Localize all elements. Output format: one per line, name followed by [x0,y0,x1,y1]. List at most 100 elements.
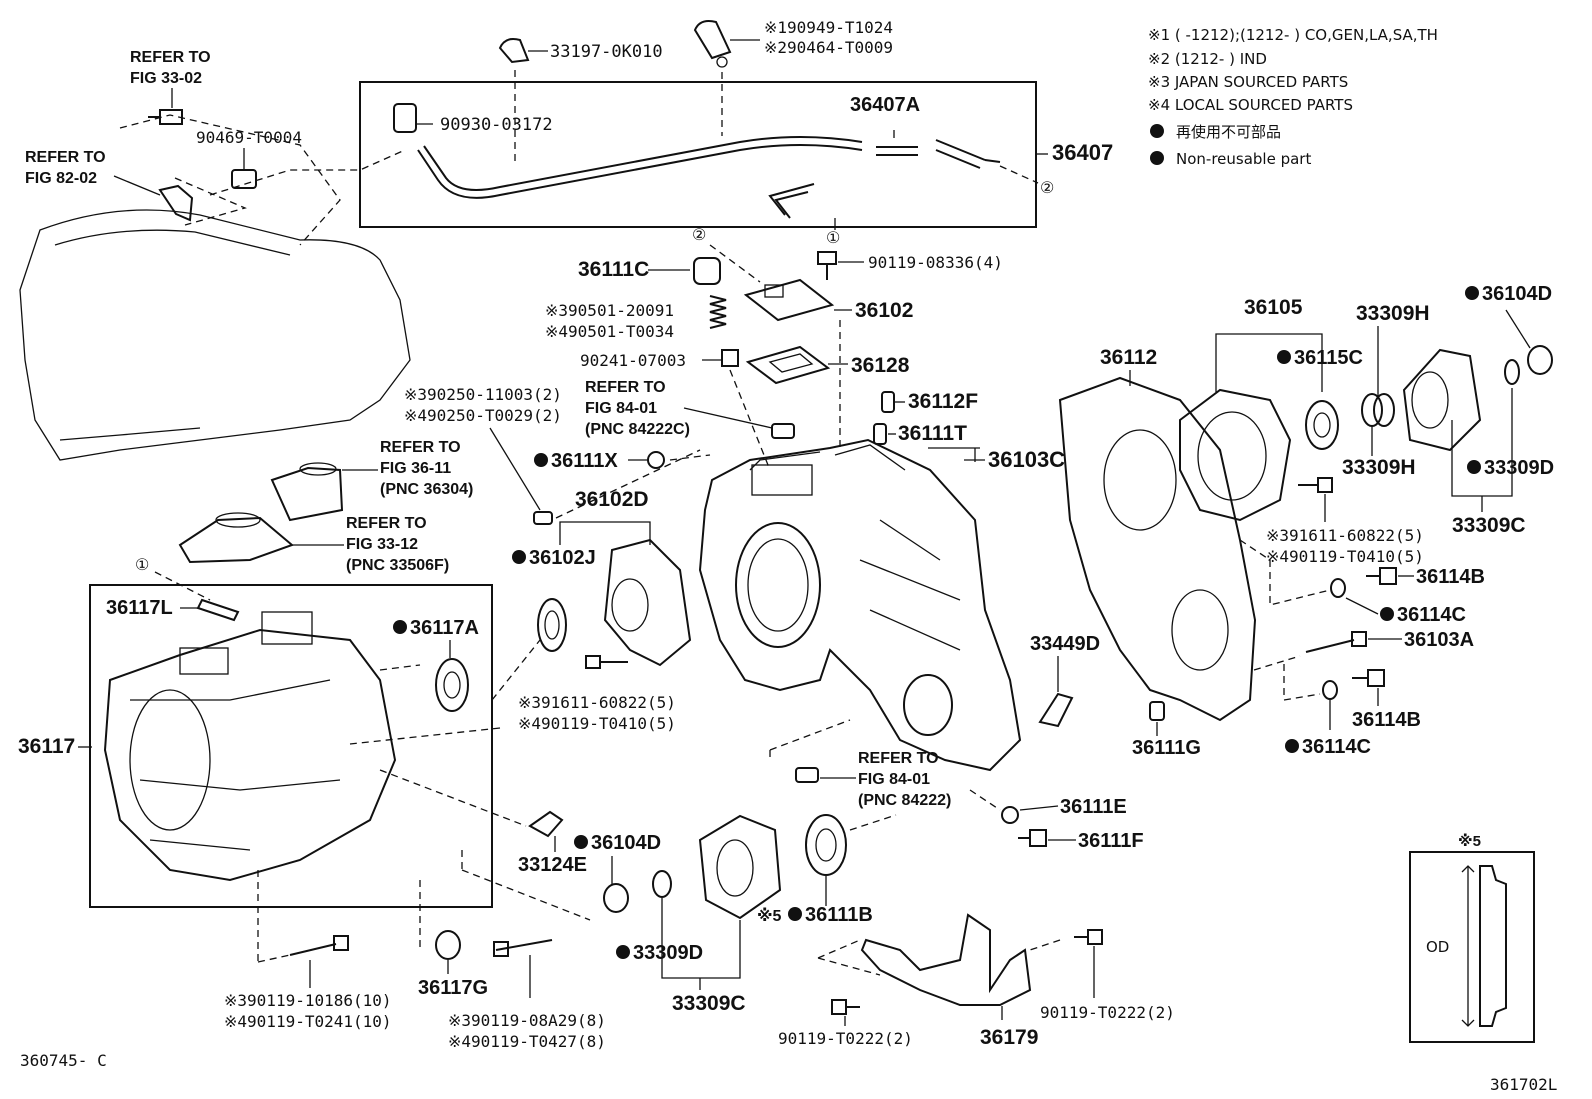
part-label-36112F: 36112F [908,390,978,413]
svg-text:REFER TO: REFER TO [380,439,461,456]
washer-icon [1001,806,1019,824]
svg-text:REFER TO: REFER TO [346,515,427,532]
ref-fig-33-02: REFER TO FIG 33-02 [130,49,211,87]
nonreusable-dot-icon [1467,460,1481,474]
oil-seal-icon [805,814,847,876]
bolt-icon [1298,477,1333,493]
svg-text:(PNC 33506F): (PNC 33506F) [346,557,449,574]
rear-cover-icon [1179,388,1292,522]
part-label-36117: 36117 [18,735,75,758]
part-label-36111F: 36111F [1078,830,1144,852]
part-label-36104D-bot: 36104D [591,832,661,854]
part-label-36105: 36105 [1244,296,1303,319]
plug-icon [693,257,721,285]
circle-2-right: ② [1040,178,1054,197]
ref-fig-82-02: REFER TO FIG 82-02 [25,149,106,187]
part-label-36104D-top: 36104D [1482,283,1552,305]
part-label-33309C-right: 33309C [1452,514,1526,537]
nonreusable-dot-icon [1285,739,1299,753]
ref-fig-33-12: REFER TO FIG 33-12 (PNC 33506F) [346,515,449,574]
svg-text:(PNC 36304): (PNC 36304) [380,481,473,498]
part-label-36115C: 36115C [1294,347,1363,369]
part-label-90464: ※290464-T0009 [764,38,893,57]
diagram-code-right: 361702L [1490,1075,1557,1094]
ref-fig-36-11: REFER TO FIG 36-11 (PNC 36304) [380,439,473,498]
clip-icon [231,169,257,189]
part-label-36102D: 36102D [575,488,649,511]
part-label-90119-10186: ※390119-10186(10) [224,991,392,1010]
ball-icon [721,349,739,367]
hose-clip-icon [498,38,530,64]
oring-icon [647,451,665,469]
part-label-90119-T0222-left: 90119-T0222(2) [778,1029,913,1048]
breather-plug-icon [393,103,417,133]
gasket-icon [745,345,831,385]
washer-icon [1504,359,1520,385]
nonreusable-dot-icon [1380,607,1394,621]
adapter-box [89,584,493,908]
nonreusable-dot-icon [1465,286,1479,300]
circle-1-top: ① [826,228,840,247]
part-label-36103A: 36103A [1404,629,1474,651]
nonreusable-dot-icon [1150,151,1164,165]
part-label-90119-T0222-right: 90119-T0222(2) [1040,1003,1175,1022]
ref-fig-84-01-bottom: REFER TO FIG 84-01 (PNC 84222) [858,750,951,809]
part-label-36117G: 36117G [418,977,488,999]
nonreusable-dot-icon [574,835,588,849]
dowel-pin-icon [533,511,553,525]
inset-od-label: OD [1426,938,1449,956]
shift-fork-icon [528,810,564,838]
hose-clamp-icon [693,20,732,68]
part-label-36114C-bot: 36114C [1302,736,1371,758]
part-label-36117L: 36117L [106,597,173,619]
transmission-case-outline [19,209,411,461]
part-label-36407: 36407 [1052,140,1113,165]
gasket-ring-icon [1330,578,1346,598]
nonreusable-dot-icon [616,945,630,959]
part-label-36179: 36179 [980,1026,1038,1049]
cover-plate-icon [743,278,835,322]
spring-icon [709,295,727,329]
part-label-90930: 90930-03172 [440,115,553,135]
long-bolt-icon [493,939,553,957]
legend-nonreusable-en: Non-reusable part [1176,150,1311,168]
svg-text:(PNC 84222C): (PNC 84222C) [585,421,690,438]
sensor-icon [1038,692,1074,728]
part-label-33309C-bot: 33309C [672,992,746,1015]
bolt-icon [831,999,860,1015]
part-label-33309D-right: 33309D [1484,457,1554,479]
part-label-36102J: 36102J [529,547,596,569]
legend-note-2: ※2 (1212- ) IND [1148,50,1267,68]
part-label-33197: 33197-0K010 [550,42,663,62]
part-label-90501a: ※390501-20091 [545,301,674,320]
svg-text:REFER TO: REFER TO [858,750,939,767]
plug-icon [435,930,461,960]
inset-mark: ※5 [1458,832,1481,850]
nonreusable-dot-icon [1277,350,1291,364]
part-label-90501b: ※490501-T0034 [545,322,674,341]
extension-housing-icon [603,538,692,667]
nonreusable-dot-icon [788,907,802,921]
bracket-icon [158,184,194,222]
part-label-90250b: ※490250-T0029(2) [404,406,562,425]
switch-icon [771,423,795,439]
part-label-91611a: ※391611-60822(5) [518,693,676,712]
circle-1-left: ① [135,555,149,574]
svg-text:FIG 84-01: FIG 84-01 [585,400,657,417]
part-label-33309H-bot: 33309H [1342,456,1416,479]
part-label-36111G: 36111G [1132,737,1201,759]
nonreusable-dot-icon [393,620,407,634]
part-label-90119-08336: 90119-08336(4) [868,253,1003,272]
part-label-36112: 36112 [1100,346,1157,369]
svg-text:REFER TO: REFER TO [25,149,106,166]
part-label-36103C: 36103C [988,447,1065,472]
bolt-icon [585,655,628,669]
part-label-36407A: 36407A [850,94,920,116]
svg-text:REFER TO: REFER TO [130,49,211,66]
nonreusable-dot-icon [1150,124,1164,138]
nut-icon [1527,345,1553,375]
hose-assembly-box [359,81,1037,228]
part-label-36111T: 36111T [898,422,967,445]
svg-text:(PNC 84222): (PNC 84222) [858,792,951,809]
